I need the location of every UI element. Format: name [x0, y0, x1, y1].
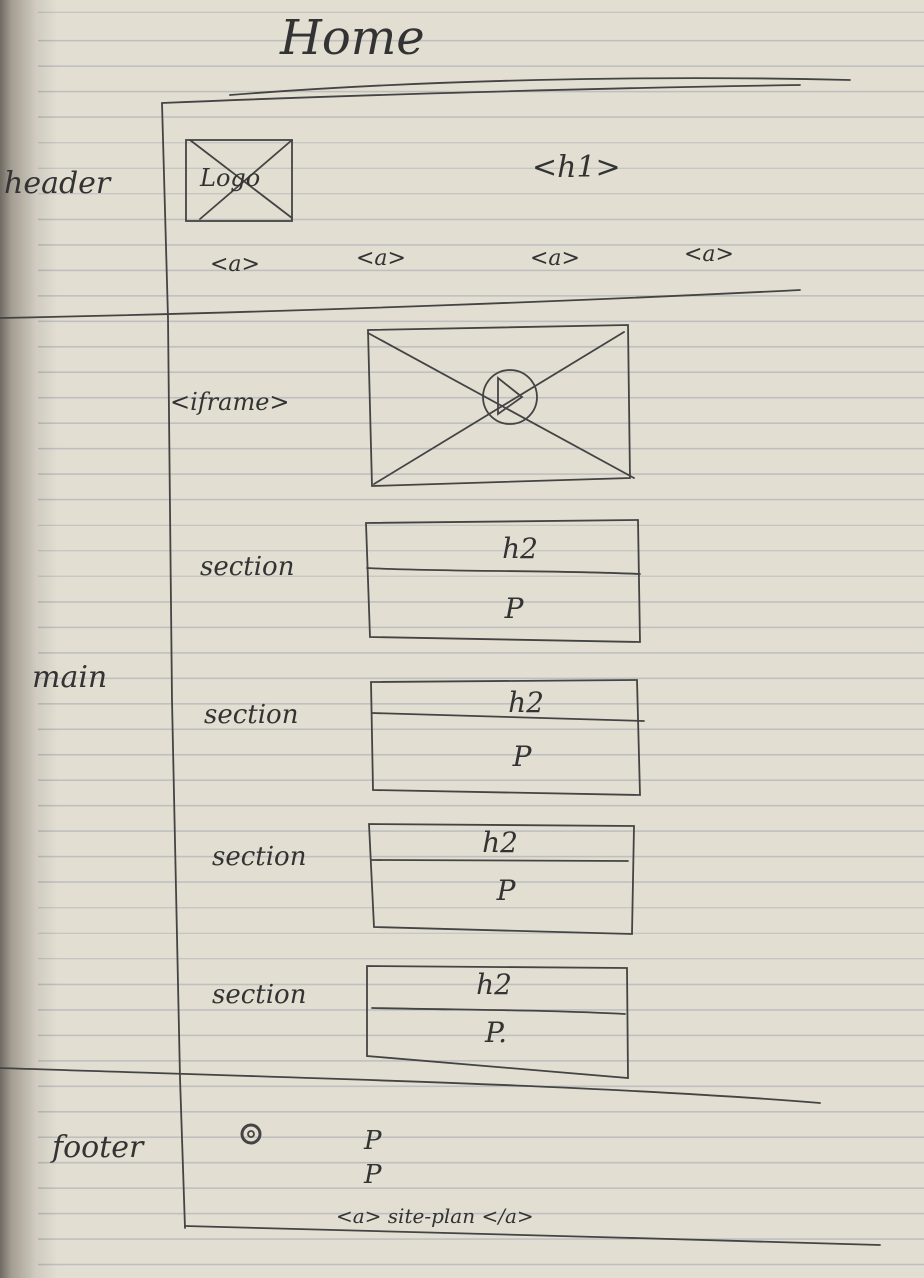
section-4-heading: h2 — [476, 968, 512, 1001]
site-plan-link[interactable]: <a> site-plan </a> — [336, 1204, 534, 1228]
section-3-heading: h2 — [482, 826, 518, 859]
section-3-label: section — [212, 842, 307, 872]
layout-left-border — [161, 102, 186, 1229]
section-1-heading: h2 — [502, 532, 538, 565]
section-box-3 — [368, 823, 635, 935]
nav-link-1[interactable]: <a> — [210, 252, 260, 277]
footer-paragraph-2: P — [364, 1160, 382, 1190]
main-footer-divider — [0, 1067, 821, 1104]
section-2-label: section — [204, 700, 299, 730]
section-box-1 — [365, 519, 641, 643]
nav-link-4-text[interactable]: <a> — [684, 242, 734, 267]
play-triangle — [497, 376, 524, 416]
section-2-paragraph: P — [512, 740, 532, 773]
main-label: main — [32, 660, 108, 695]
header-main-divider — [0, 289, 801, 319]
nav-link-2[interactable]: <a> — [356, 246, 406, 271]
footer-paragraph-1: P — [364, 1126, 382, 1156]
section-box-2 — [370, 679, 645, 796]
play-button-circle — [482, 369, 538, 425]
section-2-heading: h2 — [508, 686, 544, 719]
notebook-spine — [0, 0, 38, 1278]
section-1-label: section — [200, 552, 295, 582]
footer-icon-outer — [240, 1123, 262, 1145]
header-label: header — [4, 166, 111, 201]
logo-box — [185, 139, 293, 222]
nav-link-2-text[interactable]: <a> — [356, 246, 406, 271]
section-4-label: section — [212, 980, 307, 1010]
nav-link-3-text[interactable]: <a> — [530, 246, 580, 271]
footer-bottom-border — [184, 1225, 881, 1246]
spine-shadow — [38, 0, 58, 1278]
iframe-label: <iframe> — [170, 388, 290, 416]
section-3-paragraph: P — [496, 874, 516, 907]
footer-icon-inner — [247, 1130, 255, 1138]
nav-link-1-text[interactable]: <a> — [210, 252, 260, 277]
h1-heading: <h1> — [532, 150, 621, 185]
header-top-border — [161, 84, 801, 104]
title-underline — [229, 77, 851, 96]
nav-link-4[interactable]: <a> — [684, 242, 734, 267]
section-box-4 — [366, 965, 629, 1079]
section-1-paragraph: P — [504, 592, 524, 625]
nav-link-3[interactable]: <a> — [530, 246, 580, 271]
iframe-box — [367, 324, 631, 487]
logo-text: Logo — [200, 164, 261, 192]
page-title: Home — [280, 10, 425, 66]
footer-label: footer — [52, 1130, 144, 1165]
section-4-paragraph: P. — [484, 1016, 508, 1049]
